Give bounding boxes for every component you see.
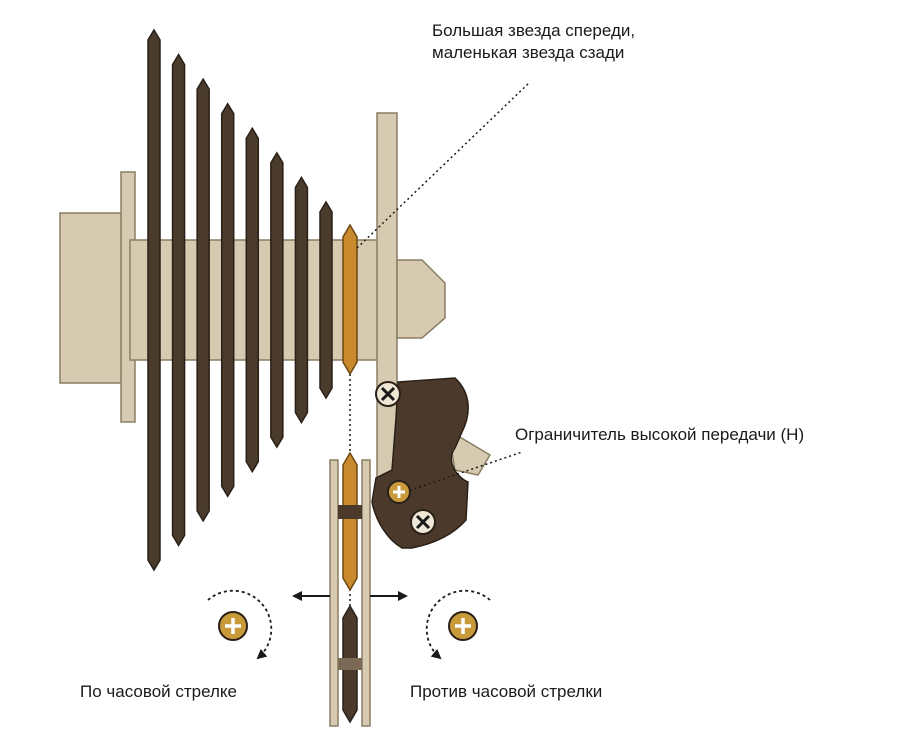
sprocket-7: [294, 175, 309, 425]
counterclockwise-indicator: [425, 589, 491, 660]
sprocket-1: [147, 28, 161, 572]
sprocket-2: [171, 53, 186, 547]
cassette: [147, 28, 333, 572]
screw-plus-icon[interactable]: [387, 480, 411, 504]
derailleur-body: [371, 377, 492, 549]
leader-line-limit: [404, 451, 523, 493]
derailleur-dark-part: [371, 377, 469, 549]
hub-left-block: [59, 212, 131, 384]
sprocket-5: [245, 126, 260, 474]
label-high-limit: Ограничитель высокой передачи (H): [515, 425, 805, 444]
label-big-front: Большая звезда спереди, маленькая звезда…: [432, 20, 635, 64]
sprocket-6: [270, 151, 284, 449]
chain-on-small-sprocket: [342, 223, 358, 376]
screw-cross-icon: [375, 381, 401, 407]
screw-plus-icon: [218, 611, 248, 641]
clockwise-arrow-icon: [207, 589, 273, 660]
clockwise-indicator: [207, 589, 273, 660]
screw-cross-icon: [410, 509, 436, 535]
cage-bolt-lower: [338, 658, 362, 670]
label-big-front-line2: маленькая звезда сзади: [432, 43, 625, 62]
cage-plate-right: [361, 459, 371, 727]
derailleur-cage: [329, 451, 371, 727]
label-clockwise: По часовой стрелке: [80, 682, 238, 701]
label-big-front-line1: Большая звезда спереди,: [432, 21, 636, 40]
counterclockwise-arrow-icon: [425, 589, 491, 660]
jockey-wheel-upper: [342, 451, 358, 592]
screw-plus-icon: [448, 611, 478, 641]
sprocket-8: [319, 200, 333, 400]
label-counterclockwise: Против часовой стрелки: [410, 682, 603, 701]
cage-plate-left: [329, 459, 339, 727]
sprocket-3: [196, 77, 210, 523]
sprocket-4: [220, 102, 235, 498]
axle-nut: [396, 259, 446, 339]
cage-bolt-upper: [338, 505, 362, 519]
